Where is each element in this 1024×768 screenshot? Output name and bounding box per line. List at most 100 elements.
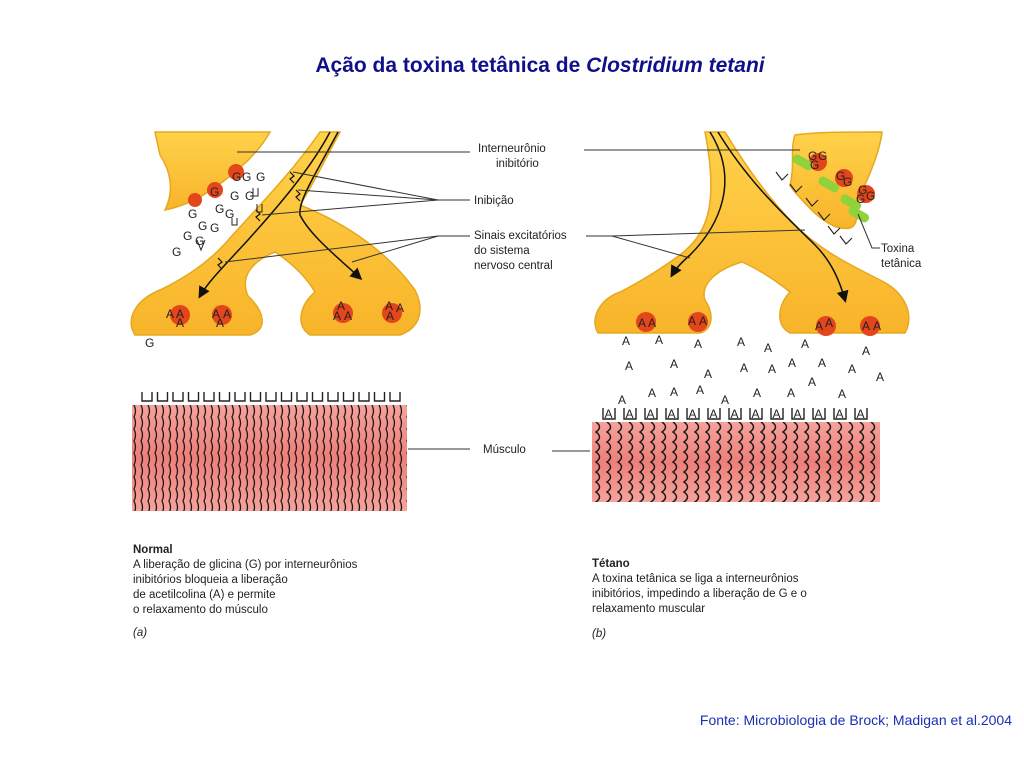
- bound-acetylcholine: A: [773, 407, 781, 421]
- striation: [231, 405, 235, 511]
- vesicle: [212, 305, 232, 325]
- striation: [189, 405, 193, 511]
- striation: [594, 422, 601, 502]
- receptor: [791, 408, 805, 420]
- striation: [882, 422, 886, 512]
- svg-text:A: A: [176, 316, 184, 330]
- caption-a-line: inibitórios bloqueia a liberação: [133, 574, 288, 586]
- acetylcholine: A: [688, 314, 696, 328]
- acetylcholine: A: [625, 359, 633, 373]
- inhibition-mark: [295, 189, 301, 202]
- vesicle: [860, 316, 880, 336]
- svg-text:G: G: [232, 170, 241, 184]
- acetylcholine: A: [704, 367, 712, 381]
- receptor: [854, 408, 868, 420]
- acetylcholine: A: [764, 341, 772, 355]
- receptor: [775, 171, 853, 245]
- striation: [836, 422, 843, 502]
- acetylcholine: A: [768, 362, 776, 376]
- leader-line: [351, 235, 439, 263]
- striation: [168, 405, 172, 511]
- receptor: [770, 408, 784, 420]
- striation: [693, 422, 700, 502]
- svg-text:G: G: [245, 189, 254, 203]
- striation: [287, 405, 291, 511]
- caption-b-line: A toxina tetânica se liga a interneurôni…: [592, 573, 799, 585]
- receptor: [156, 392, 169, 402]
- striation: [196, 405, 200, 511]
- svg-text:A: A: [216, 316, 224, 330]
- svg-text:G: G: [242, 170, 251, 184]
- caption-b-line: inibitórios, impedindo a liberação de G …: [592, 588, 807, 600]
- svg-text:G: G: [195, 234, 204, 248]
- excitatory-neuron-a: [130, 131, 421, 336]
- svg-text:G: G: [210, 185, 219, 199]
- acetylcholine: A: [787, 386, 795, 400]
- acetylcholine: A: [721, 393, 729, 407]
- striation: [803, 422, 810, 502]
- receptor: [218, 392, 231, 402]
- acetylcholine: A: [622, 334, 630, 348]
- receptor: [358, 392, 370, 402]
- receptor: [280, 392, 293, 402]
- svg-text:A: A: [166, 307, 174, 321]
- acetylcholine: A: [753, 386, 761, 400]
- svg-text:A: A: [386, 309, 394, 323]
- striation: [660, 422, 667, 502]
- svg-text:G: G: [836, 169, 845, 183]
- svg-text:G: G: [225, 207, 234, 221]
- signal-arrow: [717, 131, 849, 303]
- glycine-molecules-b: G G G G G G G G: [808, 149, 875, 206]
- receptor: [623, 408, 637, 420]
- bound-acetylcholine: A: [605, 407, 613, 421]
- striation: [781, 422, 788, 502]
- striation: [858, 422, 865, 502]
- neuron-b: [594, 131, 910, 336]
- label-interneuron-2: inibitório: [496, 158, 539, 170]
- svg-text:G: G: [808, 149, 817, 163]
- caption-b: Tétano A toxina tetânica se liga a inter…: [592, 558, 807, 640]
- striation: [671, 422, 678, 502]
- svg-text:G: G: [145, 336, 154, 350]
- leader-line: [261, 199, 439, 216]
- leader-line: [292, 171, 439, 201]
- striation: [259, 405, 263, 511]
- glycine-molecules-a: G G G G G G G G G G G G G G G: [145, 170, 265, 350]
- striation: [147, 405, 151, 511]
- acetylcholine: A: [801, 337, 809, 351]
- svg-text:A: A: [396, 301, 404, 315]
- svg-text:G: G: [256, 170, 265, 184]
- acetylcholine: A: [848, 362, 856, 376]
- acetylcholine: A: [638, 316, 646, 330]
- striation: [133, 405, 137, 511]
- striation: [371, 405, 375, 511]
- acetylcholine: A: [648, 316, 656, 330]
- svg-text:G: G: [230, 189, 239, 203]
- striation: [759, 422, 766, 502]
- striation: [748, 422, 755, 502]
- muscle-striations-b: [594, 422, 886, 512]
- receptor: [749, 408, 763, 420]
- neuron-a: [130, 131, 421, 336]
- toxin: [840, 194, 862, 211]
- leader-line: [857, 213, 880, 249]
- receptor: [373, 392, 386, 402]
- caption-a-line: de acetilcolina (A) e permite: [133, 589, 276, 601]
- svg-text:G: G: [198, 219, 207, 233]
- source-credit: Fonte: Microbiologia de Brock; Madigan e…: [699, 712, 1012, 728]
- striation: [825, 422, 832, 502]
- toxin: [792, 154, 814, 171]
- acetylcholine: A: [696, 383, 704, 397]
- leader-line: [224, 235, 439, 263]
- striation: [315, 405, 319, 511]
- striation: [161, 405, 165, 511]
- svg-text:A: A: [337, 299, 345, 313]
- acetylcholine: A: [873, 319, 881, 333]
- striation: [792, 422, 799, 502]
- receptor: [311, 392, 324, 402]
- svg-text:A: A: [344, 309, 352, 323]
- striation: [649, 422, 656, 502]
- striation: [210, 405, 214, 511]
